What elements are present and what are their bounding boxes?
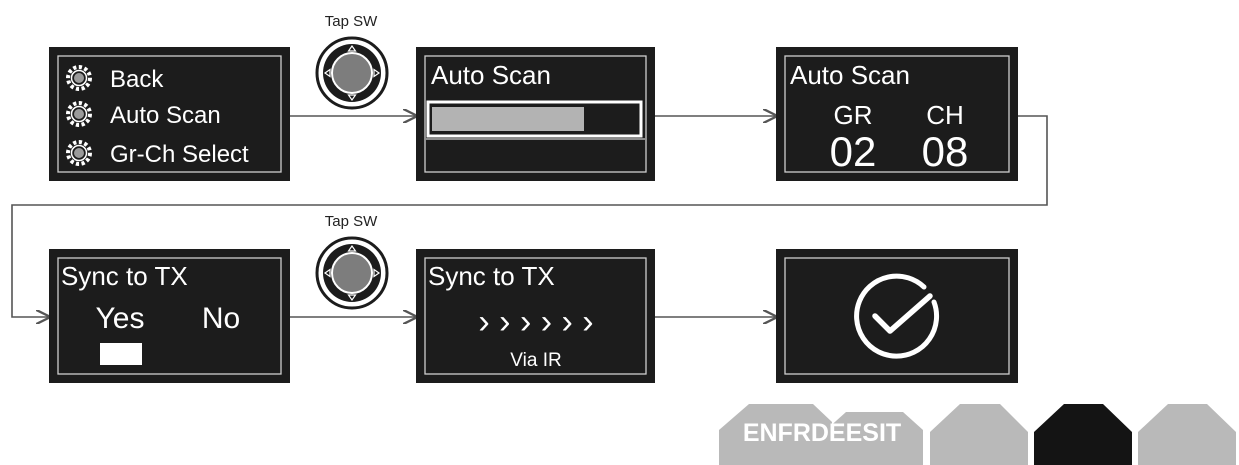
connectors: [11, 115, 1048, 317]
via-ir-label: Via IR: [510, 350, 561, 371]
tab-shape: [1034, 404, 1132, 465]
selection-cursor: [100, 343, 142, 365]
tab-shape: [826, 412, 923, 465]
gear-icon: [66, 101, 92, 127]
scan-progress-screen: Auto Scan: [416, 47, 655, 181]
chevron-right-icon: › › › › › ›: [478, 303, 593, 341]
scan-result-title: Auto Scan: [790, 60, 910, 90]
sync-prompt-screen: Sync to TX Yes No: [49, 249, 290, 383]
sync-progress-title: Sync to TX: [428, 261, 555, 291]
ch-value: 08: [922, 128, 969, 175]
menu-item-gr-ch-select: Gr-Ch Select: [110, 141, 249, 168]
option-yes: Yes: [96, 302, 145, 335]
gear-icon: [66, 140, 92, 166]
gr-value: 02: [830, 128, 877, 175]
sync-prompt-title: Sync to TX: [61, 261, 188, 291]
ch-label: CH: [926, 100, 964, 130]
jog-dial-icon: [315, 236, 389, 310]
tap-sw-label-top: Tap SW: [325, 13, 378, 30]
language-tabs-label: ENFRDEESIT: [743, 419, 901, 447]
sync-progress-screen: Sync to TX › › › › › › Via IR: [416, 249, 655, 383]
language-tabs: ENFRDEESIT: [719, 404, 1236, 465]
tab-shape: [930, 404, 1028, 465]
scan-progress-title: Auto Scan: [431, 60, 551, 90]
done-screen: [776, 249, 1018, 383]
gear-icon: [66, 65, 92, 91]
menu-item-back: Back: [110, 66, 164, 93]
option-no: No: [202, 302, 240, 335]
tab-shape: [719, 404, 832, 465]
tab-shape: [1138, 404, 1236, 465]
tap-sw-label-bottom: Tap SW: [325, 213, 378, 230]
progress-bar-fill: [432, 107, 584, 131]
connector-result-to-sync: [11, 115, 1048, 317]
scan-result-screen: Auto Scan GR CH 02 08: [776, 47, 1018, 181]
gr-label: GR: [834, 100, 873, 130]
menu-item-auto-scan: Auto Scan: [110, 102, 221, 129]
checkmark-circle-icon: [854, 273, 940, 359]
menu-screen: Back Auto Scan Gr-Ch Select: [49, 47, 290, 181]
jog-dial-icon: [315, 36, 389, 110]
